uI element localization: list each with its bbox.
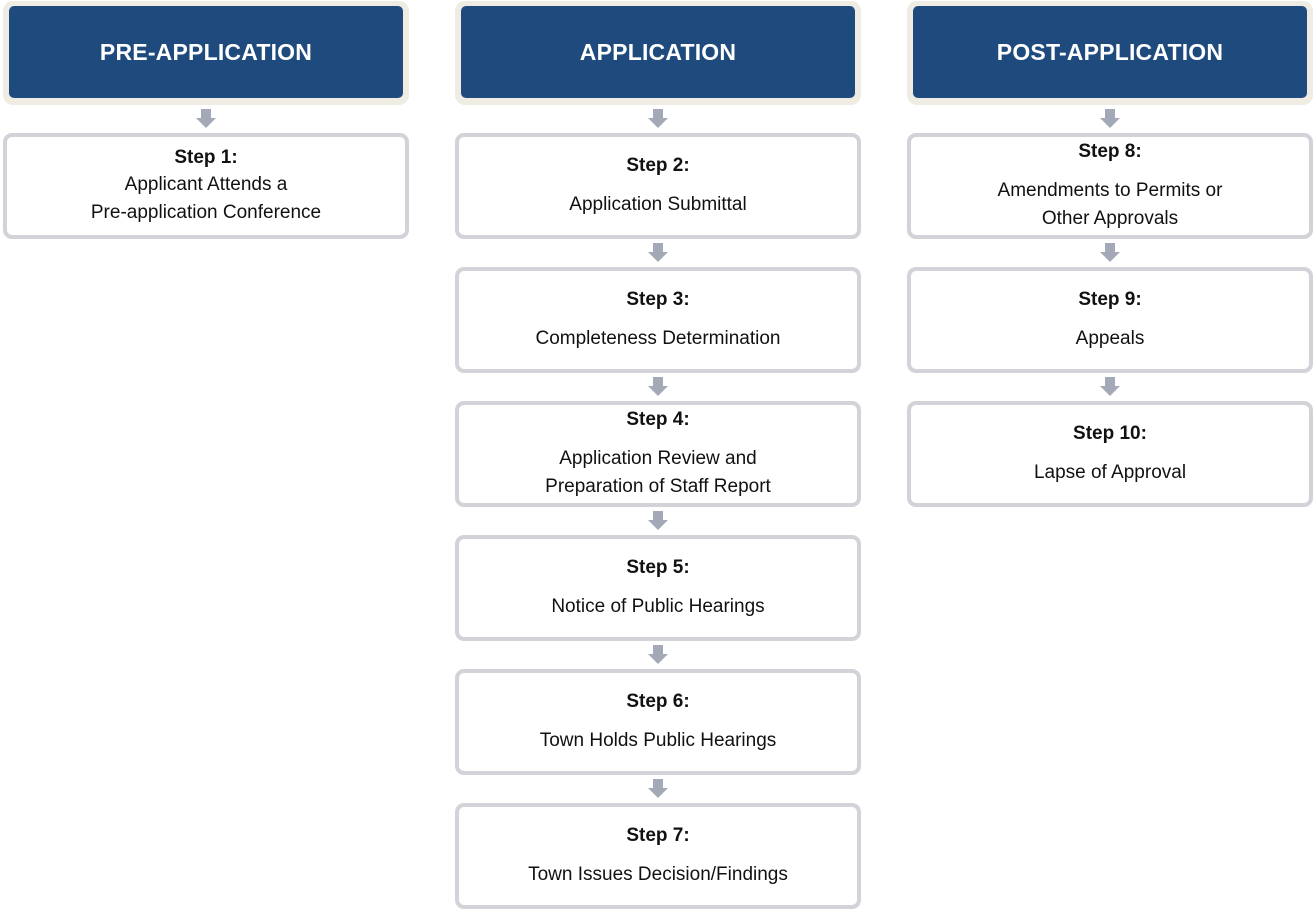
down-arrow-icon — [648, 511, 668, 531]
step-description-line: Amendments to Permits or — [997, 180, 1223, 201]
step-10-box: Step 10: Lapse of Approval — [907, 401, 1313, 507]
down-arrow-icon — [196, 109, 216, 129]
down-arrow-icon — [648, 243, 668, 263]
step-label: Step 7: — [626, 825, 690, 846]
step-description-line: Notice of Public Hearings — [551, 596, 765, 617]
step-description-line: Town Issues Decision/Findings — [528, 864, 788, 885]
step-7-box: Step 7: Town Issues Decision/Findings — [455, 803, 861, 909]
down-arrow-icon — [648, 109, 668, 129]
step-label: Step 3: — [626, 289, 690, 310]
step-description-line: Preparation of Staff Report — [545, 476, 771, 497]
step-label: Step 1: — [174, 147, 238, 168]
step-description-line: Applicant Attends a — [124, 174, 288, 195]
step-description-line: Other Approvals — [1041, 208, 1179, 229]
step-description-line: Town Holds Public Hearings — [539, 730, 777, 751]
header-pre-application: PRE-APPLICATION — [3, 1, 409, 105]
step-2-box: Step 2: Application Submittal — [455, 133, 861, 239]
step-5-box: Step 5: Notice of Public Hearings — [455, 535, 861, 641]
step-description-line: Completeness Determination — [535, 328, 781, 349]
step-label: Step 4: — [626, 409, 690, 430]
down-arrow-icon — [1100, 109, 1120, 129]
step-6-box: Step 6: Town Holds Public Hearings — [455, 669, 861, 775]
step-description-line: Appeals — [1075, 328, 1145, 349]
step-8-box: Step 8: Amendments to Permits or Other A… — [907, 133, 1313, 239]
down-arrow-icon — [1100, 377, 1120, 397]
step-label: Step 9: — [1078, 289, 1142, 310]
step-1-box: Step 1: Applicant Attends a Pre-applicat… — [3, 133, 409, 239]
step-label: Step 5: — [626, 557, 690, 578]
down-arrow-icon — [648, 377, 668, 397]
step-4-box: Step 4: Application Review and Preparati… — [455, 401, 861, 507]
header-post-application: POST-APPLICATION — [907, 1, 1313, 105]
step-description-line: Application Review and — [559, 448, 757, 469]
header-application: APPLICATION — [455, 1, 861, 105]
step-label: Step 10: — [1073, 423, 1147, 444]
step-label: Step 6: — [626, 691, 690, 712]
step-description-line: Lapse of Approval — [1033, 462, 1187, 483]
header-title: APPLICATION — [461, 6, 855, 98]
down-arrow-icon — [648, 779, 668, 799]
step-3-box: Step 3: Completeness Determination — [455, 267, 861, 373]
header-title: PRE-APPLICATION — [9, 6, 403, 98]
step-description-line: Application Submittal — [569, 194, 747, 215]
down-arrow-icon — [1100, 243, 1120, 263]
header-title: POST-APPLICATION — [913, 6, 1307, 98]
step-description-line: Pre-application Conference — [90, 202, 322, 223]
step-9-box: Step 9: Appeals — [907, 267, 1313, 373]
step-label: Step 2: — [626, 155, 690, 176]
down-arrow-icon — [648, 645, 668, 665]
step-label: Step 8: — [1078, 141, 1142, 162]
